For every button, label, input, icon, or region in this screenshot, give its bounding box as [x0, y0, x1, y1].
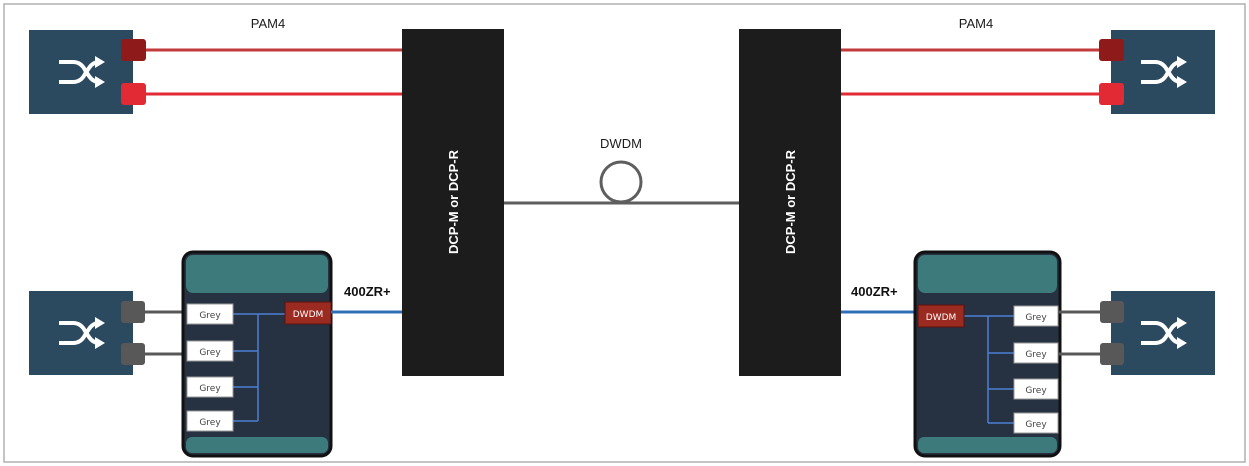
- switch-bottom-right: [1100, 291, 1215, 375]
- grey-port-label: Grey: [199, 311, 221, 321]
- switch-body: [1111, 30, 1215, 114]
- switch-body: [1111, 291, 1215, 375]
- switch-top-right: [1099, 30, 1215, 114]
- grey-port-label: Grey: [1025, 313, 1047, 323]
- module-footer: [186, 437, 328, 453]
- dcp-device-left: [402, 29, 504, 376]
- grey-port: [121, 301, 145, 323]
- shuffle-arrows-icon: [59, 56, 105, 88]
- grey-port-label: Grey: [1025, 420, 1047, 430]
- transceiver-module-left: Grey Grey Grey Grey DWDM: [181, 250, 333, 458]
- pam4-port-bright: [1099, 83, 1124, 105]
- grey-port-label: Grey: [1025, 350, 1047, 360]
- grey-port-box: [186, 410, 234, 432]
- dwdm-label: DWDM: [600, 136, 642, 151]
- grey-port: [1100, 343, 1124, 365]
- switch-bottom-left: [29, 291, 145, 375]
- pam4-port-dark: [1099, 39, 1124, 61]
- module-footer: [918, 437, 1057, 453]
- transceiver-module-right: DWDM Grey Grey Grey Grey: [913, 250, 1062, 458]
- switch-body: [29, 30, 133, 114]
- zr-label-right: 400ZR+: [851, 284, 898, 299]
- module-header: [918, 255, 1057, 293]
- shuffle-arrows-icon: [59, 317, 105, 349]
- dcp-label-right: DCP-M or DCP-R: [783, 149, 798, 254]
- grey-port-box: [1013, 378, 1059, 400]
- grey-port-box: [1013, 305, 1059, 327]
- pam4-label-right: PAM4: [959, 16, 993, 31]
- shuffle-arrows-icon: [1141, 317, 1187, 349]
- grey-port-label: Grey: [199, 384, 221, 394]
- switch-top-left: [29, 30, 146, 114]
- fiber-spool-icon: [599, 160, 643, 204]
- grey-port: [1100, 301, 1124, 323]
- grey-port-box: [186, 303, 234, 325]
- grey-port: [121, 343, 145, 365]
- dwdm-port-label: DWDM: [293, 310, 324, 320]
- shuffle-arrows-icon: [1141, 56, 1187, 88]
- dcp-device-right: [739, 29, 841, 376]
- zr-label-left: 400ZR+: [344, 284, 391, 299]
- pam4-label-left: PAM4: [251, 16, 285, 31]
- dwdm-port-label: DWDM: [926, 313, 957, 323]
- pam4-port-bright: [121, 83, 146, 105]
- grey-port-box: [1013, 412, 1059, 434]
- dcp-label-left: DCP-M or DCP-R: [446, 149, 461, 254]
- grey-port-label: Grey: [199, 348, 221, 358]
- grey-port-box: [186, 376, 234, 398]
- grey-port-label: Grey: [1025, 386, 1047, 396]
- module-header: [186, 255, 328, 293]
- pam4-port-dark: [121, 39, 146, 61]
- switch-body: [29, 291, 133, 375]
- dwdm-port-box: [917, 304, 965, 328]
- grey-port-label: Grey: [199, 418, 221, 428]
- grey-port-box: [186, 340, 234, 362]
